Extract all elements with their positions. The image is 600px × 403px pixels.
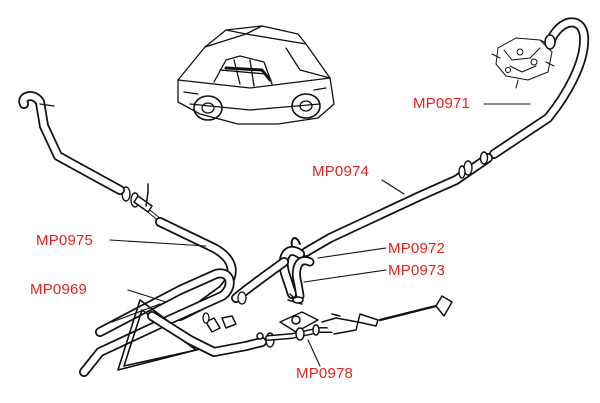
hose-left-upper bbox=[18, 91, 125, 195]
part-label-mp0969[interactable]: MP0969 bbox=[30, 281, 88, 298]
line-connectors bbox=[121, 151, 489, 208]
part-label-mp0973[interactable]: MP0973 bbox=[388, 262, 446, 279]
engine-illustration bbox=[491, 37, 557, 89]
part-label-mp0975[interactable]: MP0975 bbox=[36, 232, 94, 249]
valve-assembly bbox=[205, 293, 453, 341]
car-illustration bbox=[177, 25, 335, 125]
leader-lines bbox=[109, 103, 531, 367]
hose-mp0973 bbox=[292, 256, 315, 301]
part-label-mp0971[interactable]: MP0971 bbox=[413, 95, 471, 112]
part-label-mp0974[interactable]: MP0974 bbox=[312, 163, 370, 180]
hose-mp0971 bbox=[489, 17, 590, 159]
part-label-mp0972[interactable]: MP0972 bbox=[388, 240, 446, 257]
t-piece bbox=[133, 183, 162, 222]
hose-clips bbox=[202, 291, 247, 324]
part-label-mp0978[interactable]: MP0978 bbox=[296, 365, 354, 382]
